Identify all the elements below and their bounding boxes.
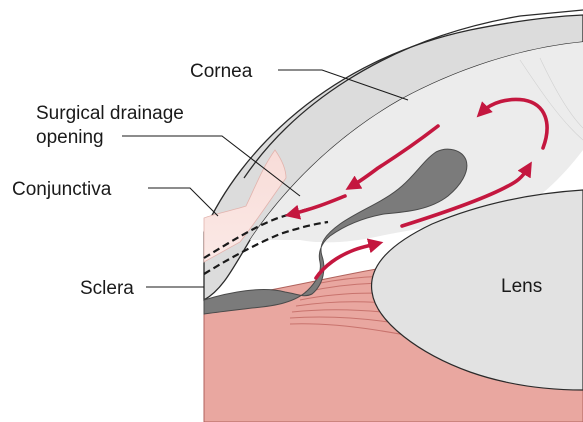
surgical-drainage-label-line1: Surgical drainage (36, 103, 184, 124)
lens-label: Lens (501, 276, 542, 297)
conjunctiva-label: Conjunctiva (12, 179, 112, 200)
conjunctiva-leader (148, 188, 218, 216)
cornea-label: Cornea (190, 61, 253, 82)
surgical-drainage-label-line2: opening (36, 127, 104, 148)
sclera-label: Sclera (80, 278, 134, 299)
